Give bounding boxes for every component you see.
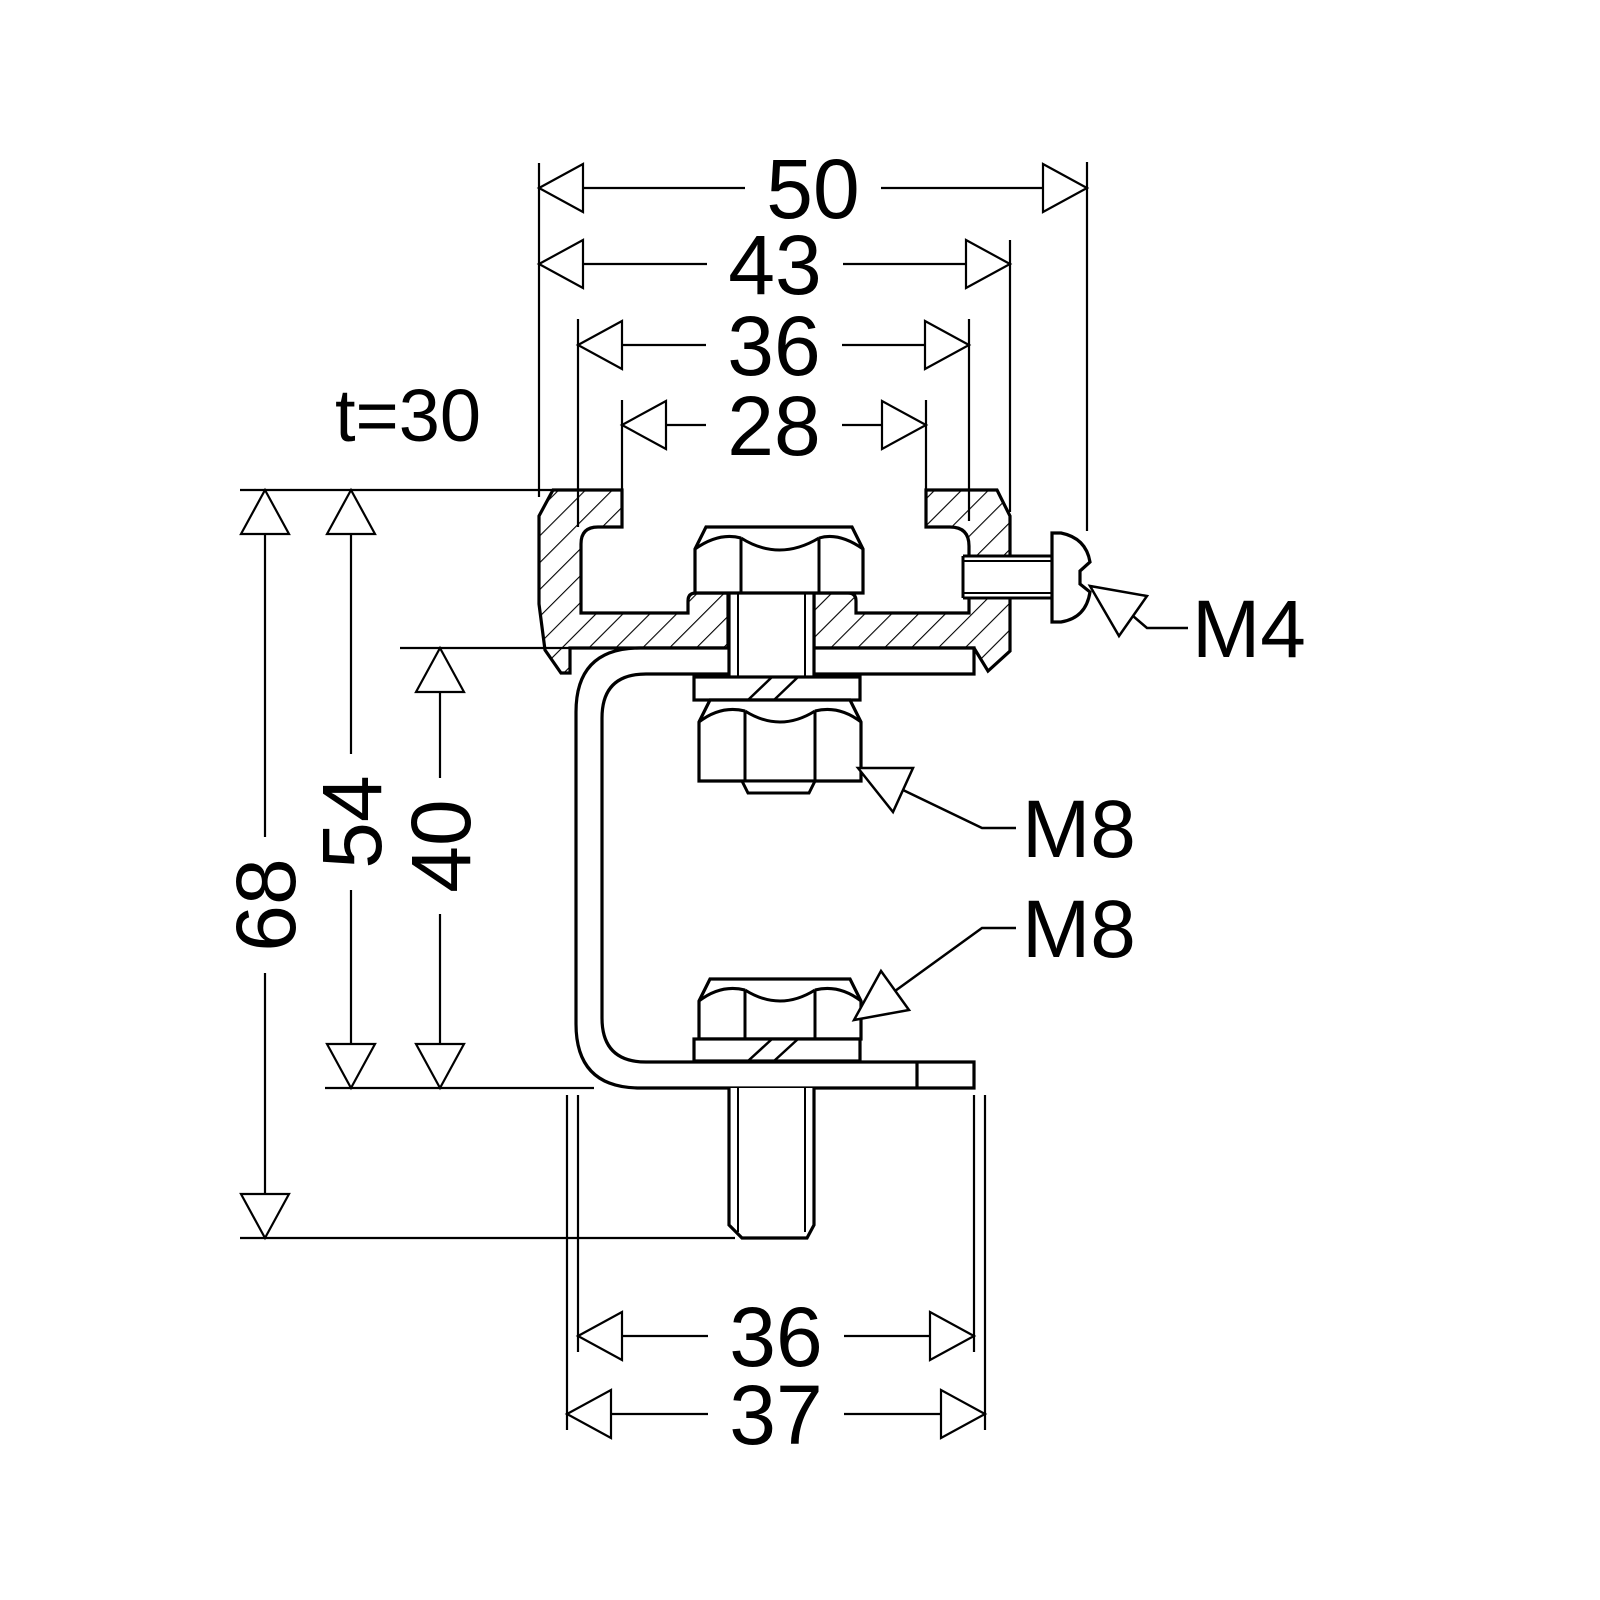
washer-lower-slash — [773, 1038, 799, 1062]
arrowhead — [928, 1310, 977, 1362]
washer-lower — [692, 1037, 862, 1063]
arrowhead — [923, 319, 972, 371]
arrowhead — [564, 1388, 613, 1440]
arrowhead — [939, 1388, 988, 1440]
arrowhead — [1041, 162, 1090, 214]
m4-screw — [961, 531, 1092, 624]
m4-screw-head — [1050, 531, 1092, 624]
arrowhead — [414, 1042, 466, 1091]
leader-m8-lower — [851, 926, 1016, 1022]
dim-37 — [564, 1388, 988, 1440]
leader-arrowhead — [1087, 584, 1150, 639]
thickness-note: t=30 — [335, 374, 481, 457]
dim-28 — [619, 399, 929, 451]
leader-arrowhead — [855, 766, 915, 815]
dim-label-36-bottom: 36 — [729, 1290, 822, 1384]
leader-m8-upper — [855, 766, 1016, 830]
arrowhead — [536, 238, 585, 290]
dimension-texts: 50 43 36 28 68 54 40 36 37 t=30 M4 M8 M8 — [219, 142, 1306, 1462]
dim-label-36-top: 36 — [727, 299, 820, 393]
dim-label-40: 40 — [394, 799, 488, 892]
dim-label-43: 43 — [728, 218, 821, 312]
dim-36-bottom — [575, 1310, 977, 1362]
upper-washer-nut — [692, 675, 863, 795]
arrowhead — [880, 399, 929, 451]
dim-label-28: 28 — [727, 379, 820, 473]
upper-bolt — [693, 525, 865, 679]
arrowhead — [536, 162, 585, 214]
arrowhead — [575, 1310, 624, 1362]
dim-40 — [414, 645, 466, 1091]
dim-label-37: 37 — [729, 1368, 822, 1462]
arrowhead — [964, 238, 1013, 290]
thread-label-m8-upper: M8 — [1022, 784, 1136, 875]
clamp-bracket-profile — [574, 646, 976, 1090]
washer-lower-slash — [747, 1038, 773, 1062]
dim-36-top — [575, 319, 972, 371]
leader-arrowhead — [851, 968, 912, 1022]
arrowhead — [325, 487, 377, 536]
lower-bolt — [692, 977, 863, 1240]
leaders — [851, 584, 1188, 1022]
dim-54 — [325, 487, 377, 1091]
thread-label-m8-lower: M8 — [1022, 884, 1136, 975]
dim-50 — [536, 162, 1090, 214]
dim-label-68: 68 — [219, 858, 313, 951]
clamp-bracket — [574, 646, 976, 1090]
arrowhead — [239, 1192, 291, 1241]
washer-upper-slash — [747, 676, 773, 701]
arrowhead — [325, 1042, 377, 1091]
washer-upper-slash — [773, 676, 799, 701]
hex-nut-upper — [697, 698, 863, 783]
dim-label-50: 50 — [766, 142, 859, 236]
thread-label-m4: M4 — [1192, 584, 1306, 675]
nut-upper-collar — [739, 779, 818, 795]
extension-lines — [240, 162, 1089, 1430]
leader-m4 — [1087, 584, 1188, 639]
dim-label-54: 54 — [305, 775, 399, 868]
rail-left-wall — [537, 488, 730, 675]
arrowhead — [619, 399, 668, 451]
arrowhead — [239, 487, 291, 536]
dim-68 — [239, 487, 291, 1241]
lower-bolt-shaft — [727, 1088, 816, 1240]
dim-43 — [536, 238, 1013, 290]
upper-bolt-shaft — [729, 593, 814, 679]
dimension-lines — [239, 162, 1090, 1440]
arrowhead — [575, 319, 624, 371]
arrowhead — [414, 645, 466, 694]
